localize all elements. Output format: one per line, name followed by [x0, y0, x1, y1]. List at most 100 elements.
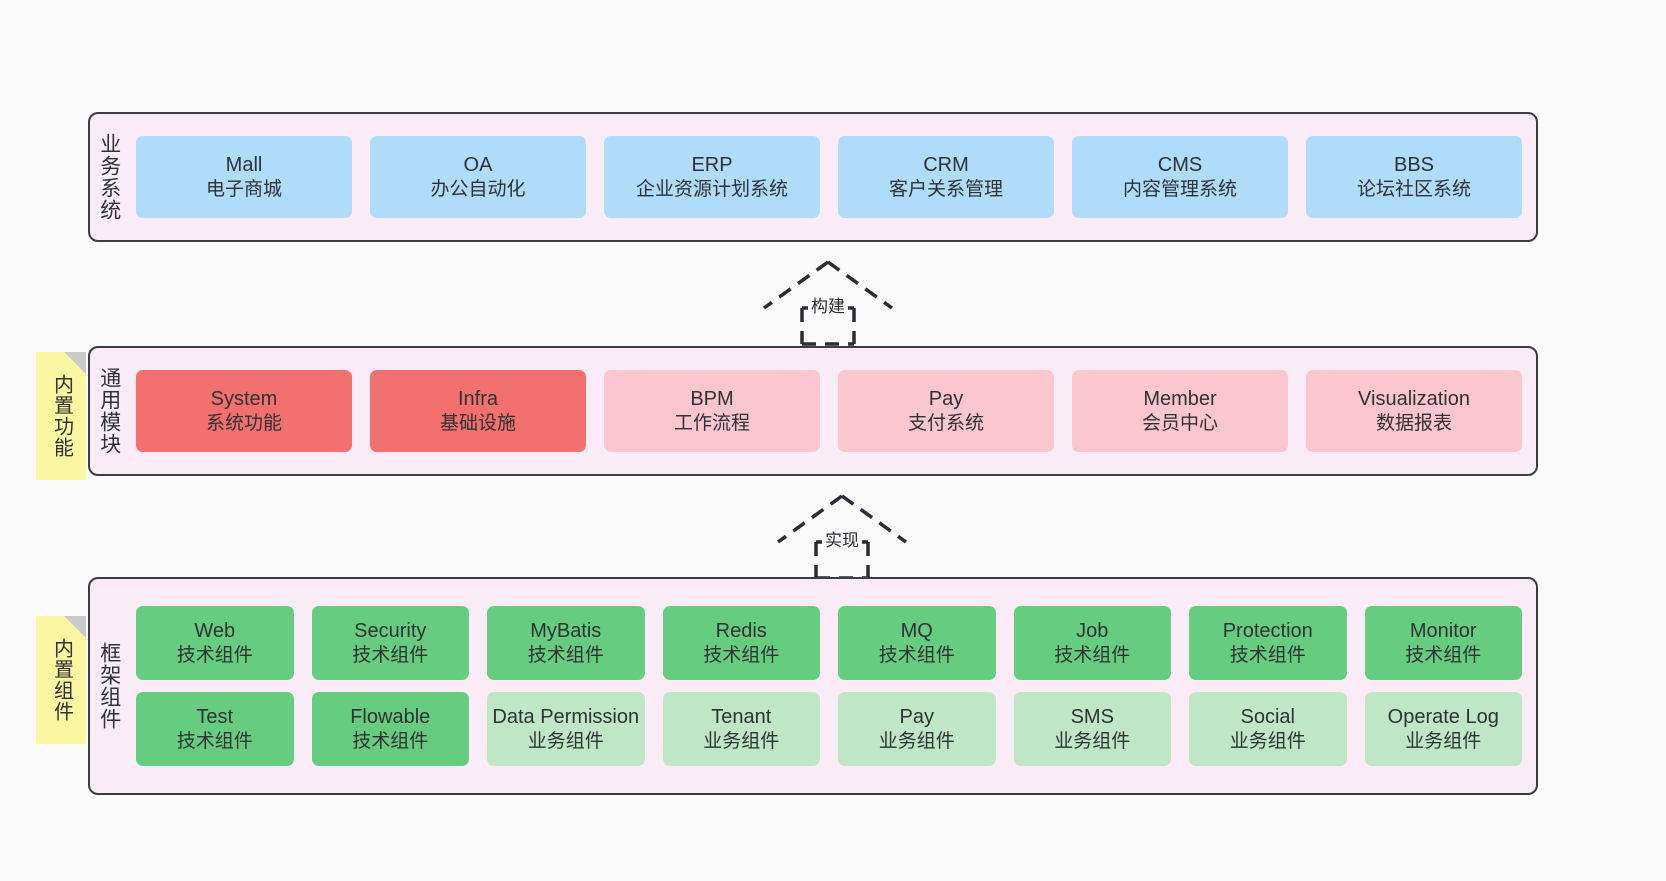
card-title-cn: 技术组件: [176, 644, 253, 666]
card-operate-log[interactable]: Operate Log 业务组件: [1364, 692, 1522, 766]
card-mq[interactable]: MQ 技术组件: [838, 606, 996, 680]
card-title-en: System: [210, 388, 278, 411]
layer-business-systems: 业务系统 Mall 电子商城 OA 办公自动化 ERP 企业资源计划系统 CRM…: [88, 112, 1538, 242]
card-title-cn: 业务组件: [1405, 730, 1482, 752]
card-title-cn: 工作流程: [673, 412, 750, 434]
card-title-en: Protection: [1222, 620, 1313, 643]
connector-implement: 实现: [770, 492, 914, 580]
card-flowable[interactable]: Flowable 技术组件: [311, 692, 469, 766]
card-title-cn: 内容管理系统: [1122, 178, 1237, 200]
card-title-en: SMS: [1070, 706, 1114, 729]
card-title-cn: 业务组件: [527, 730, 604, 752]
card-title-en: Web: [194, 620, 236, 643]
card-pay-component[interactable]: Pay 业务组件: [838, 692, 996, 766]
card-sms[interactable]: SMS 业务组件: [1013, 692, 1171, 766]
card-title-en: Data Permission: [492, 706, 640, 729]
card-mybatis[interactable]: MyBatis 技术组件: [487, 606, 645, 680]
card-title-en: BPM: [690, 388, 734, 411]
arrow-head-dashed: [776, 494, 908, 544]
card-security[interactable]: Security 技术组件: [311, 606, 469, 680]
card-title-en: Tenant: [711, 706, 772, 729]
card-title-en: MQ: [900, 620, 933, 643]
card-protection[interactable]: Protection 技术组件: [1189, 606, 1347, 680]
card-title-cn: 客户关系管理: [888, 178, 1003, 200]
card-redis[interactable]: Redis 技术组件: [662, 606, 820, 680]
card-title-cn: 技术组件: [703, 644, 780, 666]
card-title-cn: 技术组件: [176, 730, 253, 752]
card-title-cn: 支付系统: [907, 412, 984, 434]
card-title-cn: 电子商城: [205, 178, 282, 200]
card-job[interactable]: Job 技术组件: [1013, 606, 1171, 680]
card-title-en: MyBatis: [530, 620, 602, 643]
card-row: Web 技术组件 Security 技术组件 MyBatis 技术组件 Redi…: [136, 606, 1522, 680]
card-title-cn: 业务组件: [878, 730, 955, 752]
card-data-permission[interactable]: Data Permission 业务组件: [487, 692, 645, 766]
card-title-en: Operate Log: [1387, 706, 1499, 729]
note-builtin-components: 内置组件: [36, 616, 86, 744]
card-cms[interactable]: CMS 内容管理系统: [1072, 136, 1288, 218]
card-tenant[interactable]: Tenant 业务组件: [662, 692, 820, 766]
note-builtin-features: 内置功能: [36, 352, 86, 480]
card-title-en: Visualization: [1358, 388, 1470, 411]
card-test[interactable]: Test 技术组件: [136, 692, 294, 766]
card-title-en: Pay: [928, 388, 964, 411]
card-title-en: CRM: [923, 154, 969, 177]
card-row: Mall 电子商城 OA 办公自动化 ERP 企业资源计划系统 CRM 客户关系…: [136, 136, 1522, 218]
card-web[interactable]: Web 技术组件: [136, 606, 294, 680]
card-title-en: Mall: [225, 154, 263, 177]
card-monitor[interactable]: Monitor 技术组件: [1364, 606, 1522, 680]
card-title-en: Security: [354, 620, 427, 643]
card-oa[interactable]: OA 办公自动化: [370, 136, 586, 218]
card-title-cn: 业务组件: [1229, 730, 1306, 752]
card-title-cn: 论坛社区系统: [1356, 178, 1471, 200]
card-row: Test 技术组件 Flowable 技术组件 Data Permission …: [136, 692, 1522, 766]
connector-label-build: 构建: [808, 292, 848, 317]
card-title-cn: 基础设施: [439, 412, 516, 434]
card-title-en: Flowable: [350, 706, 431, 729]
layer-title-common-modules: 通用模块: [97, 367, 121, 455]
card-member[interactable]: Member 会员中心: [1072, 370, 1288, 452]
card-title-en: Monitor: [1409, 620, 1477, 643]
card-title-cn: 系统功能: [205, 412, 282, 434]
card-title-cn: 业务组件: [1054, 730, 1131, 752]
card-visualization[interactable]: Visualization 数据报表: [1306, 370, 1522, 452]
card-title-cn: 技术组件: [1054, 644, 1131, 666]
card-social[interactable]: Social 业务组件: [1189, 692, 1347, 766]
card-title-en: Redis: [715, 620, 767, 643]
card-pay[interactable]: Pay 支付系统: [838, 370, 1054, 452]
card-erp[interactable]: ERP 企业资源计划系统: [604, 136, 820, 218]
layer-title-framework-components: 框架组件: [97, 642, 121, 730]
card-title-cn: 数据报表: [1375, 412, 1452, 434]
card-title-cn: 技术组件: [1229, 644, 1306, 666]
card-mall[interactable]: Mall 电子商城: [136, 136, 352, 218]
card-title-en: CMS: [1157, 154, 1203, 177]
card-title-cn: 技术组件: [878, 644, 955, 666]
layer-title-business-systems: 业务系统: [97, 133, 121, 221]
note-fold-corner-icon: [64, 616, 86, 638]
card-title-cn: 业务组件: [703, 730, 780, 752]
card-title-en: Pay: [899, 706, 934, 729]
card-title-cn: 技术组件: [1405, 644, 1482, 666]
card-title-en: BBS: [1393, 154, 1435, 177]
card-title-cn: 会员中心: [1141, 412, 1218, 434]
card-title-en: Member: [1143, 388, 1217, 411]
card-title-cn: 企业资源计划系统: [635, 178, 788, 200]
card-crm[interactable]: CRM 客户关系管理: [838, 136, 1054, 218]
card-title-cn: 技术组件: [352, 730, 429, 752]
note-label: 内置组件: [50, 638, 73, 722]
card-title-cn: 技术组件: [352, 644, 429, 666]
card-title-en: Test: [196, 706, 234, 729]
card-title-en: Job: [1076, 620, 1109, 643]
card-bpm[interactable]: BPM 工作流程: [604, 370, 820, 452]
card-system[interactable]: System 系统功能: [136, 370, 352, 452]
layer-framework-components: 框架组件 Web 技术组件 Security 技术组件 MyBatis 技术组件…: [88, 577, 1538, 795]
layer-body-framework-components: Web 技术组件 Security 技术组件 MyBatis 技术组件 Redi…: [128, 579, 1536, 793]
card-bbs[interactable]: BBS 论坛社区系统: [1306, 136, 1522, 218]
card-infra[interactable]: Infra 基础设施: [370, 370, 586, 452]
card-row: System 系统功能 Infra 基础设施 BPM 工作流程 Pay 支付系统…: [136, 370, 1522, 452]
layer-body-business-systems: Mall 电子商城 OA 办公自动化 ERP 企业资源计划系统 CRM 客户关系…: [128, 114, 1536, 240]
connector-build: 构建: [756, 258, 900, 346]
card-title-en: Infra: [457, 388, 499, 411]
note-fold-corner-icon: [64, 352, 86, 374]
